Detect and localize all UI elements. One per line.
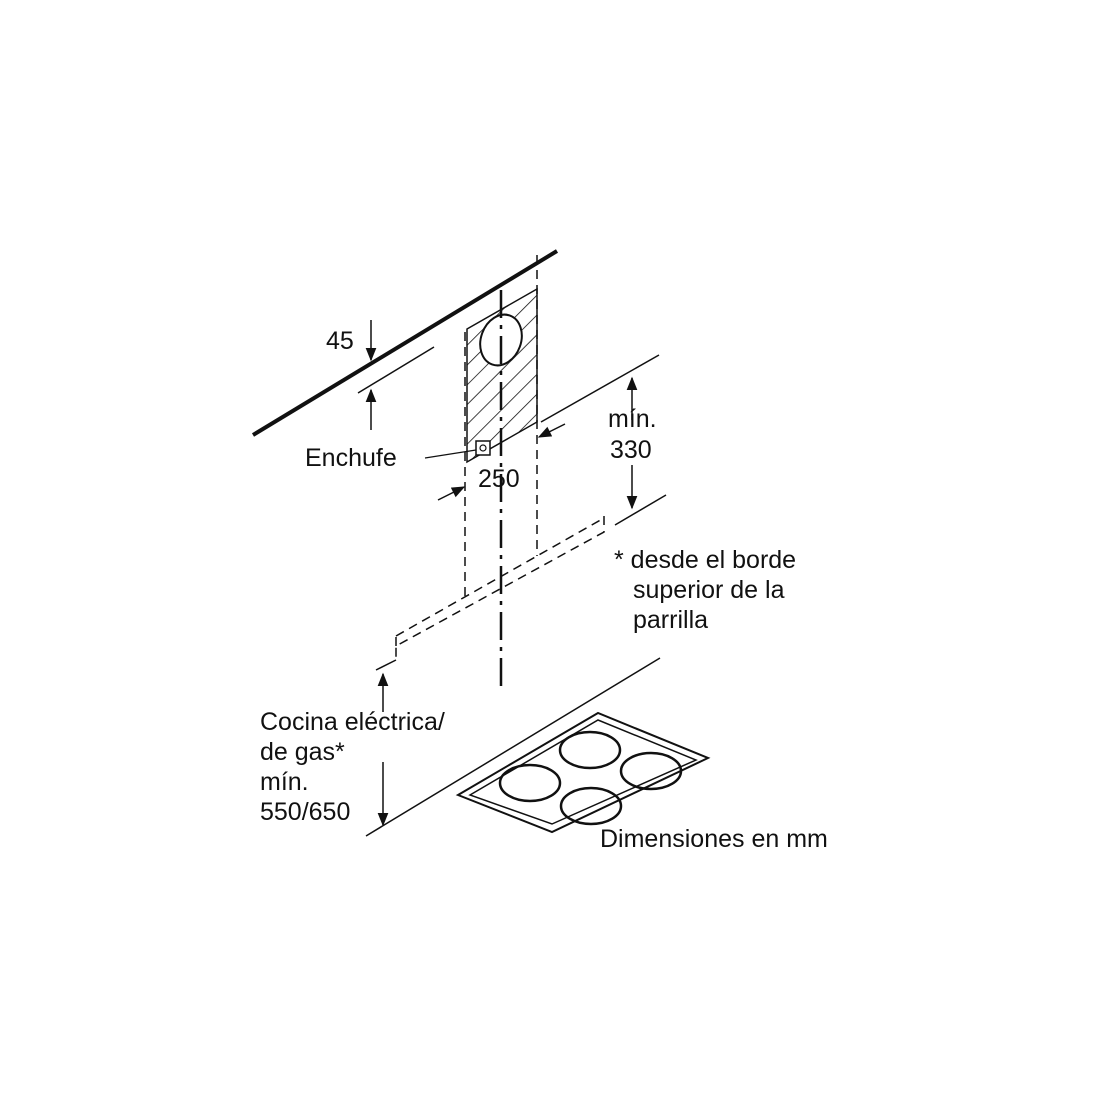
worktop-line <box>365 657 661 837</box>
min-330-label-line1: mín. <box>608 405 657 433</box>
units-note: Dimensiones en mm <box>600 825 828 853</box>
ceiling-line <box>251 249 559 437</box>
socket-icon <box>475 440 491 456</box>
hob-label-line1: Cocina eléctrica/ <box>260 708 445 736</box>
wall-line-lower <box>614 494 667 526</box>
wall-line-upper <box>540 354 660 423</box>
footnote-line3: parrilla <box>633 606 709 634</box>
burner-front-left <box>498 763 562 803</box>
footnote-line1: * desde el borde <box>614 546 797 574</box>
burner-back-right <box>619 751 683 791</box>
hood-bottom-line <box>375 659 397 671</box>
socket-label: Enchufe <box>305 444 397 472</box>
dim-250-label: 250 <box>478 465 520 493</box>
socket-leader <box>424 449 477 459</box>
footnote-line2: superior de la <box>633 576 785 604</box>
hood-top-outline <box>395 517 605 637</box>
ceiling-offset-line <box>357 346 435 394</box>
dim-45-label: 45 <box>326 327 354 355</box>
hob-label-line2: de gas* <box>260 738 345 766</box>
cooktop <box>455 711 711 834</box>
burner-front-right <box>559 786 623 826</box>
hood-outline <box>395 516 605 662</box>
hob-label-line4: 550/650 <box>260 798 351 826</box>
dim-250-arrow-right <box>537 423 566 438</box>
min-330-label-line2: 330 <box>610 436 652 464</box>
burner-back-left <box>558 730 622 770</box>
dim-250-arrow-left <box>437 486 466 501</box>
hob-label-line3: mín. <box>260 768 309 796</box>
